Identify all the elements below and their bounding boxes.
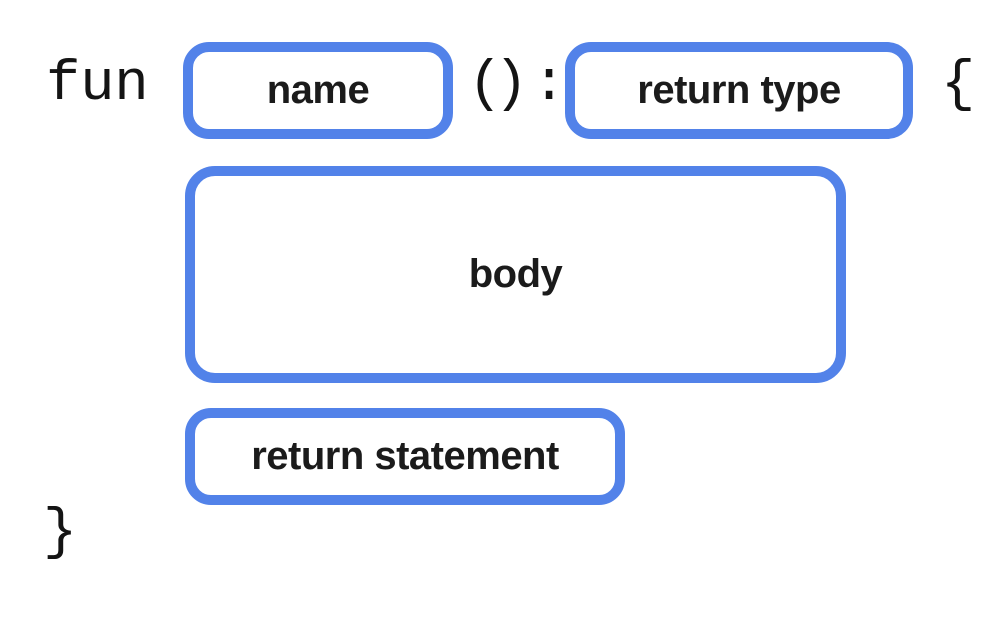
brace-close-text: } — [43, 501, 78, 565]
paren-close-text: ) — [494, 53, 529, 117]
brace-open-text: { — [941, 53, 976, 117]
return-statement-slot-box: return statement — [185, 408, 625, 505]
return-type-slot-label: return type — [637, 68, 841, 112]
fun-keyword-text: fun — [46, 53, 149, 117]
return-statement-slot-label: return statement — [251, 434, 559, 478]
body-slot-label: body — [468, 252, 563, 296]
return-type-slot-box: return type — [565, 42, 913, 139]
colon-text: : — [532, 53, 567, 117]
name-slot-box: name — [183, 42, 453, 139]
paren-open-text: ( — [468, 53, 503, 117]
name-slot-label: name — [266, 68, 370, 112]
body-slot-box: body — [185, 166, 846, 383]
